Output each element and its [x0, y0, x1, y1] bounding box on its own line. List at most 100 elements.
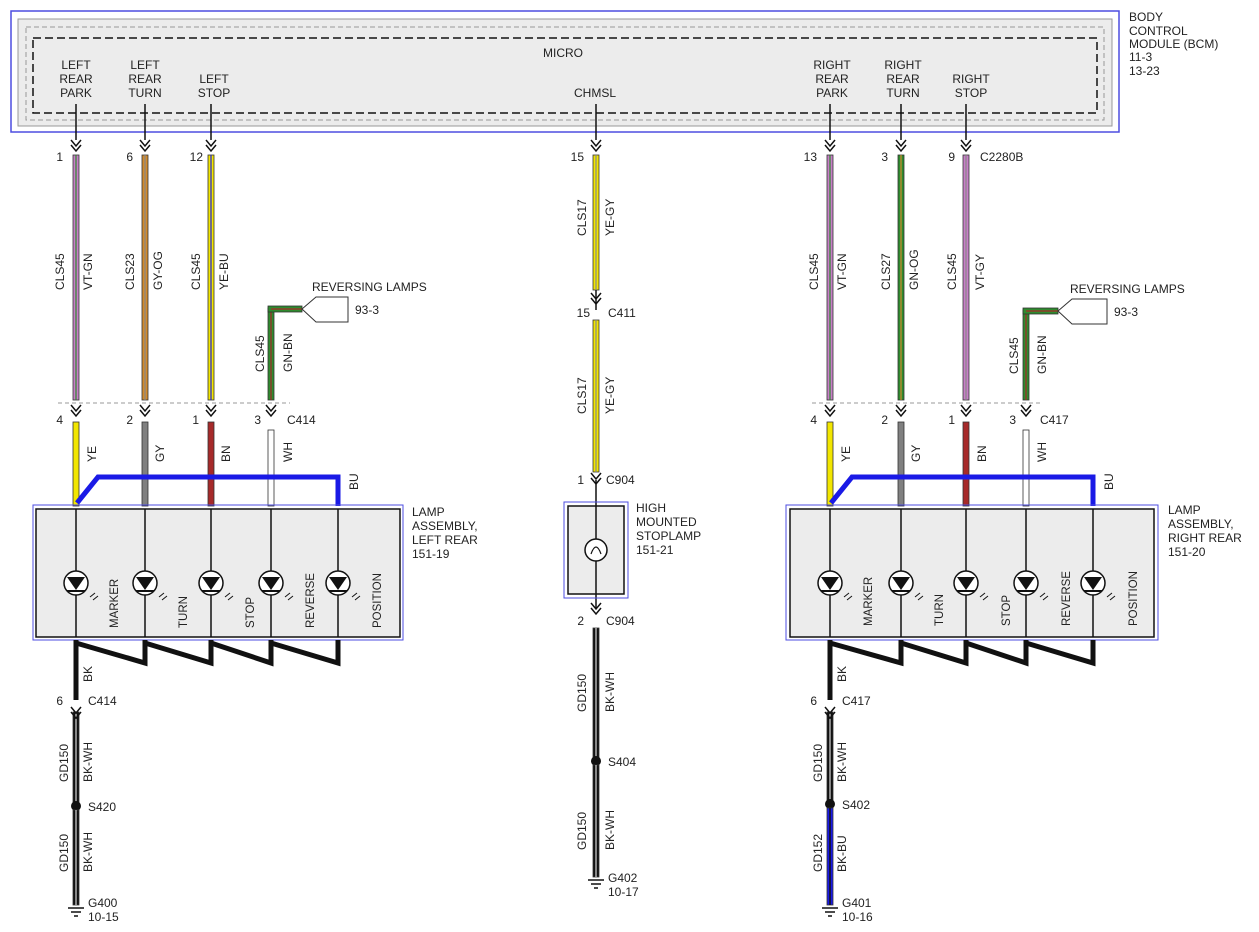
svg-text:CLS17: CLS17 — [575, 199, 589, 236]
splice-s420 — [71, 801, 81, 811]
output-right-rear-turn: RIGHT REAR TURN — [884, 58, 922, 100]
connector-chevron — [960, 404, 972, 418]
svg-text:G400: G400 — [88, 896, 118, 910]
led-position-icon: POSITION — [325, 570, 384, 628]
svg-text:C411: C411 — [608, 306, 636, 320]
svg-text:GN-OG: GN-OG — [907, 249, 921, 290]
led-marker-icon: MARKER — [63, 570, 121, 628]
svg-text:WH: WH — [281, 442, 295, 462]
svg-text:C414: C414 — [287, 413, 316, 427]
connector-chevron — [265, 404, 277, 418]
svg-text:REAR: REAR — [886, 72, 920, 86]
pin-12: 12 — [190, 150, 204, 164]
svg-text:151-20: 151-20 — [1168, 545, 1206, 559]
connector-chevron — [960, 139, 972, 153]
svg-text:LEFT: LEFT — [130, 58, 160, 72]
svg-text:BN: BN — [219, 445, 233, 462]
svg-text:RIGHT: RIGHT — [884, 58, 922, 72]
svg-text:TURN: TURN — [886, 86, 919, 100]
svg-text:CLS17: CLS17 — [575, 377, 589, 414]
svg-text:2: 2 — [126, 413, 133, 427]
output-left-stop: LEFT STOP — [198, 72, 230, 100]
wire-chmsl: 15 CLS17 YE-GY 15 C411 CLS17 YE-GY — [571, 150, 636, 473]
led-marker-icon: MARKER — [817, 570, 875, 626]
svg-text:3: 3 — [254, 413, 261, 427]
svg-text:C414: C414 — [88, 694, 117, 708]
svg-text:LEFT: LEFT — [61, 58, 91, 72]
chmsl-label: CHMSL — [574, 86, 616, 100]
connector-chevron — [824, 404, 836, 418]
svg-text:BK-WH: BK-WH — [835, 742, 849, 782]
connector-chevron — [139, 404, 151, 418]
svg-text:151-19: 151-19 — [412, 547, 450, 561]
wire-right-reversing: CLS45 GN-BN — [1007, 307, 1059, 401]
connector-c417: 4 2 1 3 C417 — [810, 413, 1069, 427]
left-lamp-pin-wires: YE GY BN WH BU — [72, 421, 361, 507]
svg-text:BODY: BODY — [1129, 10, 1163, 24]
svg-text:GD152: GD152 — [811, 834, 825, 872]
svg-text:LEFT REAR: LEFT REAR — [412, 533, 478, 547]
connector-chevron — [895, 404, 907, 418]
svg-text:GN-BN: GN-BN — [281, 333, 295, 372]
svg-text:CONTROL: CONTROL — [1129, 24, 1188, 38]
svg-text:STOP: STOP — [1001, 595, 1013, 626]
micro-label: MICRO — [543, 46, 583, 60]
svg-text:RIGHT REAR: RIGHT REAR — [1168, 531, 1242, 545]
svg-text:1: 1 — [577, 473, 584, 487]
bcm-title: BODY CONTROL MODULE (BCM) 11-3 13-23 — [1129, 10, 1218, 78]
svg-text:MARKER: MARKER — [109, 579, 121, 628]
svg-text:REVERSING LAMPS: REVERSING LAMPS — [312, 280, 427, 294]
hmsl-ground: 2 C904 GD150 BK-WH S404 GD150 BK-WH G402… — [575, 614, 639, 899]
svg-text:REVERSING LAMPS: REVERSING LAMPS — [1070, 282, 1185, 296]
svg-text:10-17: 10-17 — [608, 885, 639, 899]
svg-text:GN-BN: GN-BN — [1035, 335, 1049, 374]
svg-text:CLS45: CLS45 — [1007, 337, 1021, 374]
svg-text:2: 2 — [577, 614, 584, 628]
svg-text:BK: BK — [835, 666, 849, 682]
wire-left-rear-park: 1 CLS45 VT-GN — [53, 150, 95, 401]
led-position-icon: POSITION — [1080, 570, 1140, 626]
svg-text:BK-BU: BK-BU — [835, 835, 849, 872]
svg-text:GD150: GD150 — [57, 834, 71, 872]
svg-text:WH: WH — [1035, 442, 1049, 462]
svg-text:BK-WH: BK-WH — [603, 672, 617, 712]
svg-text:93-3: 93-3 — [1114, 305, 1138, 319]
svg-text:MARKER: MARKER — [863, 577, 875, 626]
svg-text:CLS45: CLS45 — [945, 253, 959, 290]
svg-text:TURN: TURN — [178, 596, 190, 628]
svg-text:CLS23: CLS23 — [123, 253, 137, 290]
svg-text:BU: BU — [347, 473, 361, 490]
ground-icon — [68, 907, 84, 917]
svg-text:4: 4 — [56, 413, 63, 427]
right-ground-bus: BK 6 C417 GD150 BK-WH S402 GD152 BK-BU G… — [810, 640, 1096, 924]
left-ground-bus: BK 6 C414 GD150 BK-WH S420 GD150 BK-WH G… — [56, 640, 341, 924]
svg-text:S402: S402 — [842, 798, 870, 812]
svg-text:VT-GY: VT-GY — [973, 254, 987, 290]
reversing-lamps-left-ref: REVERSING LAMPS 93-3 — [301, 280, 427, 323]
lamp-assembly-right-rear: LAMP ASSEMBLY, RIGHT REAR 151-20 MARKER … — [785, 503, 1242, 641]
right-lamp-pin-wires: YE GY BN WH BU — [826, 421, 1116, 507]
svg-text:11-3: 11-3 — [1129, 50, 1152, 64]
led-reverse-icon: REVERSE — [1013, 570, 1073, 626]
svg-text:9: 9 — [948, 150, 955, 164]
ground-icon — [822, 907, 838, 917]
svg-text:6: 6 — [56, 694, 63, 708]
svg-text:REAR: REAR — [59, 72, 93, 86]
svg-text:PARK: PARK — [816, 86, 848, 100]
svg-text:CLS45: CLS45 — [53, 253, 67, 290]
ground-icon — [588, 879, 604, 889]
svg-text:4: 4 — [810, 413, 817, 427]
svg-text:YE-GY: YE-GY — [603, 377, 617, 414]
pin-6: 6 — [126, 150, 133, 164]
svg-text:GD150: GD150 — [575, 674, 589, 712]
svg-text:CLS45: CLS45 — [807, 253, 821, 290]
svg-text:10-16: 10-16 — [842, 910, 873, 924]
svg-text:13-23: 13-23 — [1129, 64, 1160, 78]
svg-text:YE: YE — [85, 446, 99, 462]
led-stop-icon: STOP — [198, 570, 257, 628]
svg-text:POSITION: POSITION — [372, 573, 384, 628]
pin-1: 1 — [56, 150, 63, 164]
svg-text:93-3: 93-3 — [355, 303, 379, 317]
svg-text:BK: BK — [81, 666, 95, 682]
